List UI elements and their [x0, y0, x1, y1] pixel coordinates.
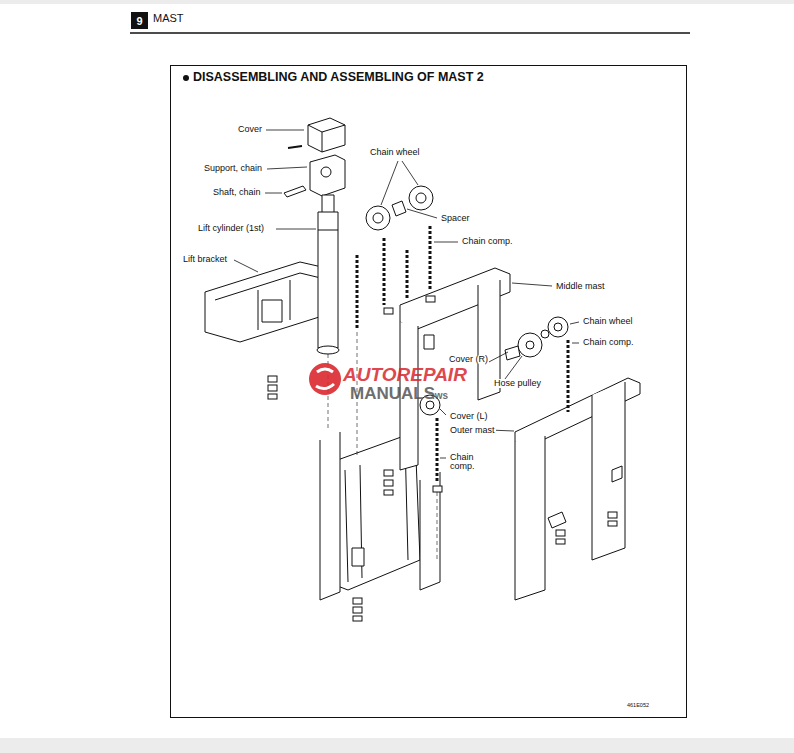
part-name: Lift cylinder (1st) — [197, 224, 265, 233]
part-name: Outer mast — [449, 426, 496, 435]
part-name: Chain wheel — [582, 317, 634, 326]
figure-code: 461E052 — [626, 703, 650, 709]
part-name: Chain wheel — [369, 148, 421, 157]
part-name: Chain comp. — [582, 338, 635, 347]
part-name: Hose pulley — [493, 379, 542, 388]
part-name: Spacer — [440, 214, 471, 223]
watermark: .ws — [432, 391, 448, 402]
part-name: Cover (R) — [448, 355, 489, 364]
part-name: Shaft, chain — [212, 188, 262, 197]
part-name: Chain comp. — [461, 237, 514, 246]
chapter-number: 9 — [136, 15, 142, 27]
watermark: MANUALS — [350, 385, 435, 403]
part-name: Middle mast — [555, 282, 606, 291]
chapter-name: MAST — [153, 13, 184, 25]
part-name: Cover (L) — [449, 412, 489, 421]
part-name: Support, chain — [203, 164, 263, 173]
watermark: AUTOREPAIR — [343, 365, 467, 385]
part-name: Cover — [237, 125, 263, 134]
part-name: Lift bracket — [182, 255, 228, 264]
diagram-title: DISASSEMBLING AND ASSEMBLING OF MAST 2 — [193, 71, 484, 84]
part-name: Chain comp. — [449, 453, 481, 472]
chapter-number-box: 9 — [131, 12, 148, 29]
